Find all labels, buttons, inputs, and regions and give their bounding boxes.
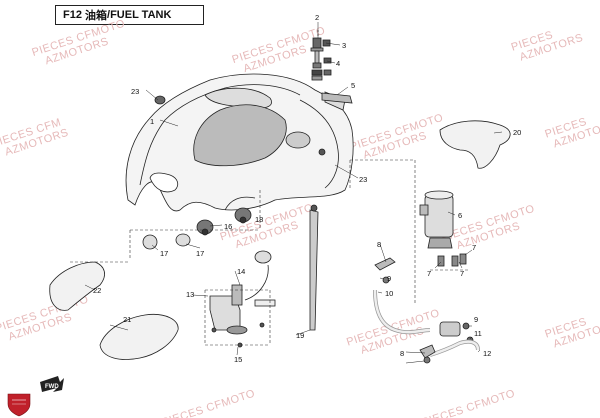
callout-number: 8 <box>400 349 404 358</box>
callout-number: 17 <box>160 249 168 258</box>
callout-number: 6 <box>458 211 462 220</box>
callout-number: 17 <box>196 249 204 258</box>
pad-part <box>49 261 105 311</box>
diagram-title: F12 油箱/FUEL TANK <box>55 5 204 25</box>
parts-linework <box>49 30 511 364</box>
callout-number: 13 <box>186 290 194 299</box>
bracket-part <box>321 92 353 104</box>
fwd-label: FWD <box>45 384 59 390</box>
callout-number: 16 <box>224 222 232 231</box>
title-en: /FUEL TANK <box>107 9 172 21</box>
watermark-text: PIECES CFMOTO <box>420 388 516 418</box>
dashed-guides <box>70 159 470 346</box>
callout-number: 11 <box>474 329 482 338</box>
level-sensor-rod-part <box>309 204 319 331</box>
callout-number: 10 <box>385 289 393 298</box>
rubber-mount-part <box>142 207 252 250</box>
callout-number: 23 <box>359 175 367 184</box>
callout-labels: 1 2 3 4 5 6 7 7 7 8 8 9 9 10 11 12 13 14… <box>93 13 521 364</box>
callout-number: 2 <box>315 13 319 22</box>
callout-number: 12 <box>483 349 491 358</box>
callout-number: 7 <box>460 269 464 278</box>
fuel-filter-part <box>419 321 480 364</box>
pad-part <box>99 313 179 360</box>
title-code: F12 <box>63 9 82 21</box>
title-cn: 油箱 <box>85 10 108 22</box>
callout-number: 18 <box>255 215 263 224</box>
callout-number: 7 <box>472 243 476 252</box>
callout-number: 15 <box>234 355 242 364</box>
fuel-tank-part <box>125 73 354 212</box>
fitting-part <box>437 253 467 267</box>
callout-number: 9 <box>387 274 391 283</box>
callout-number: 9 <box>474 315 478 324</box>
evap-canister-part <box>419 190 454 249</box>
callout-number: 23 <box>131 87 139 96</box>
callout-number: 1 <box>150 117 154 126</box>
brand-logo-icon <box>7 393 31 417</box>
callout-number: 19 <box>296 331 304 340</box>
callout-number: 7 <box>427 269 431 278</box>
callout-number: 5 <box>351 81 355 90</box>
callout-number: 4 <box>336 59 340 68</box>
callout-number: 22 <box>93 286 101 295</box>
callout-number: 8 <box>377 240 381 249</box>
callout-number: 20 <box>513 128 521 137</box>
callout-number: 21 <box>123 315 131 324</box>
callout-number: 3 <box>342 41 346 50</box>
leader-lines <box>84 22 503 364</box>
watermark-layer: PIECES CFMOTO AZMOTORS PIECES CFMOTO AZM… <box>0 18 600 418</box>
watermark-text: PIECES CFMOTO <box>160 388 256 418</box>
fuel-pump-part <box>209 250 276 348</box>
heat-shield-part <box>439 120 511 169</box>
forward-arrow-icon: FWD <box>40 376 64 392</box>
rubber-grommet-part <box>154 95 166 105</box>
callout-number: 14 <box>237 267 245 276</box>
hose-part <box>373 257 431 335</box>
